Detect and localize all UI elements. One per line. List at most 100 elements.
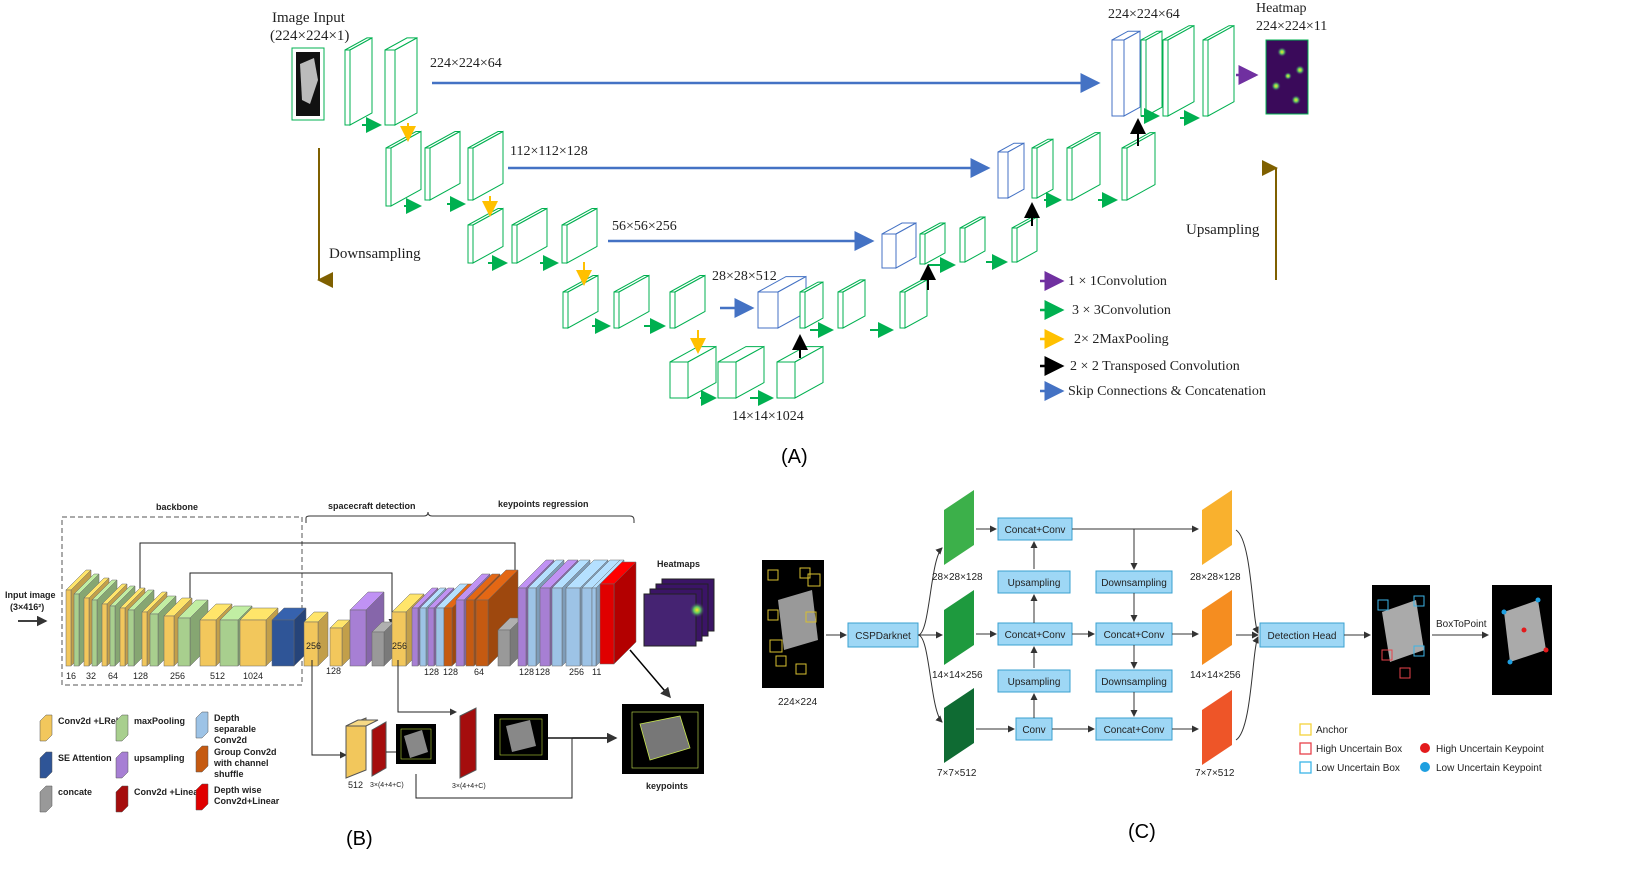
legend-b-item-6: concate xyxy=(39,785,92,813)
dim-112: 112×112×128 xyxy=(510,144,588,159)
image-input-dims: (224×224×1) xyxy=(270,28,349,44)
dim-128-d2: 128 xyxy=(443,667,458,677)
block-l5-b xyxy=(717,345,765,399)
unet-feature-blocks xyxy=(344,24,1235,399)
neck-label-concat-conv-mid-left: Concat+Conv xyxy=(1005,630,1066,641)
legend-c-label-3: High Uncertain Keypoint xyxy=(1436,744,1544,755)
dim-32: 32 xyxy=(86,671,96,681)
panel-c-pipeline: 224×224 CSPDarknet 28×28×128 14×14×256 7… xyxy=(762,490,1552,843)
block-d4-d xyxy=(899,279,928,329)
legend-a-item-4: Skip Connections & Concatenation xyxy=(1040,381,1266,401)
downsampling-label: Downsampling xyxy=(329,246,421,262)
block-l5-c xyxy=(776,345,824,399)
legend-b-swatch-7 xyxy=(115,785,129,813)
csp-to-feat-top xyxy=(917,547,943,636)
legend-a-item-2: 2× 2MaxPooling xyxy=(1040,329,1169,349)
left-dim-28: 28×28×128 xyxy=(932,572,983,583)
legend-a-label-2: 2× 2MaxPooling xyxy=(1074,332,1169,347)
neck-label-downsampling-1: Downsampling xyxy=(1101,578,1167,589)
legend-b-label-1: maxPooling xyxy=(134,716,185,726)
branch-out-1: 3×(4+4+C) xyxy=(370,782,404,789)
dim-128-b: 128 xyxy=(326,666,341,676)
neck-downsampling-2: Downsampling xyxy=(1095,669,1173,693)
dim-256-e: 256 xyxy=(569,667,584,677)
dim-64-d: 64 xyxy=(474,667,484,677)
section-keypoints-regression: keypoints regression xyxy=(498,499,589,509)
block-l4-c xyxy=(669,274,706,329)
merge-top xyxy=(1235,529,1259,634)
left-dim-7: 7×7×512 xyxy=(937,768,977,779)
dim-128-d1: 128 xyxy=(424,667,439,677)
legend-b-swatch-1 xyxy=(115,714,129,742)
heatmaps-label: Heatmaps xyxy=(657,559,700,569)
legend-b-label-7: Conv2d +Linear xyxy=(134,787,202,797)
branch-out-2: 3×(4+4+C) xyxy=(452,783,486,790)
neck-wires xyxy=(976,525,1199,733)
neck-concat-conv-bottom: Concat+Conv xyxy=(1095,717,1173,741)
block-d4-b xyxy=(799,281,824,329)
legend-c-swatch-2 xyxy=(1299,761,1312,774)
section-brackets xyxy=(305,511,635,523)
legend-c-item-4: Low Uncertain Keypoint xyxy=(1420,762,1542,774)
block-d3-b xyxy=(919,222,946,265)
dim-224-left: 224×224×64 xyxy=(430,56,502,71)
keypoints-image xyxy=(622,704,704,774)
heatmap-dims: 224×224×11 xyxy=(1256,19,1327,34)
csp-to-feat-bot xyxy=(917,634,943,723)
legend-c-swatch-4 xyxy=(1420,762,1430,772)
box-to-point-label: BoxToPoint xyxy=(1436,619,1487,630)
panel-c-caption: (C) xyxy=(1128,821,1156,843)
section-spacecraft-detection: spacecraft detection xyxy=(328,501,416,511)
block-d3-d xyxy=(1011,216,1038,263)
legend-b-swatch-3 xyxy=(39,751,53,779)
panel-b-network: Input image (3×416²) backbone spacecraft… xyxy=(5,499,715,850)
input-image-thumbnail xyxy=(291,47,325,121)
legend-c-label-4: Low Uncertain Keypoint xyxy=(1436,763,1542,774)
heatmap-title: Heatmap xyxy=(1256,1,1307,16)
backbone-box xyxy=(61,516,303,686)
neck-upsampling-2: Upsampling xyxy=(997,669,1071,693)
block-l2-a xyxy=(385,130,422,207)
unet-arrows xyxy=(362,65,1259,406)
dim-16: 16 xyxy=(66,671,76,681)
legend-c-swatch-1 xyxy=(1299,742,1312,755)
legend-c-item-3: High Uncertain Keypoint xyxy=(1420,743,1544,755)
block-l3-c xyxy=(561,207,598,264)
legend-b-item-4: upsampling xyxy=(115,751,185,779)
block-d1-c xyxy=(1162,24,1195,117)
neck-label-downsampling-2: Downsampling xyxy=(1101,677,1167,688)
block-l5-a xyxy=(669,345,717,399)
neck-label-upsampling-2: Upsampling xyxy=(1008,677,1061,688)
merge-bot xyxy=(1235,636,1259,741)
neck-conv: Conv xyxy=(1015,717,1053,741)
block-l3-a xyxy=(467,207,504,264)
legend-b-item-1: maxPooling xyxy=(115,714,185,742)
legend-c-item-0: Anchor xyxy=(1299,723,1348,736)
legend-b-swatch-6 xyxy=(39,785,53,813)
block-l2-c xyxy=(467,130,504,201)
dim-256: 256 xyxy=(170,671,185,681)
neck-label-concat-conv-top: Concat+Conv xyxy=(1005,525,1066,536)
kp-layer-16 xyxy=(599,561,637,665)
legend-c-swatch-0 xyxy=(1299,723,1312,736)
detection-head-label: Detection Head xyxy=(1268,631,1337,642)
block-d3-c xyxy=(959,216,986,263)
block-d1-b xyxy=(1140,30,1163,117)
block-l3-b xyxy=(511,207,548,264)
neck-label-concat-conv-bottom: Concat+Conv xyxy=(1104,725,1165,736)
legend-b-item-3: SE Attention xyxy=(39,751,112,779)
block-d2-b xyxy=(1031,138,1054,199)
legend-a-label-4: Skip Connections & Concatenation xyxy=(1068,384,1266,399)
input-size-c: 224×224 xyxy=(778,697,818,708)
legend-c-label-0: Anchor xyxy=(1316,725,1348,736)
block-d2-c xyxy=(1066,131,1101,201)
dim-56: 56×56×256 xyxy=(612,219,677,234)
legend-c-swatch-3 xyxy=(1420,743,1430,753)
legend-a-label-0: 1 × 1Convolution xyxy=(1068,274,1167,289)
left-dim-14: 14×14×256 xyxy=(932,670,983,681)
neck-label-conv: Conv xyxy=(1022,725,1045,736)
